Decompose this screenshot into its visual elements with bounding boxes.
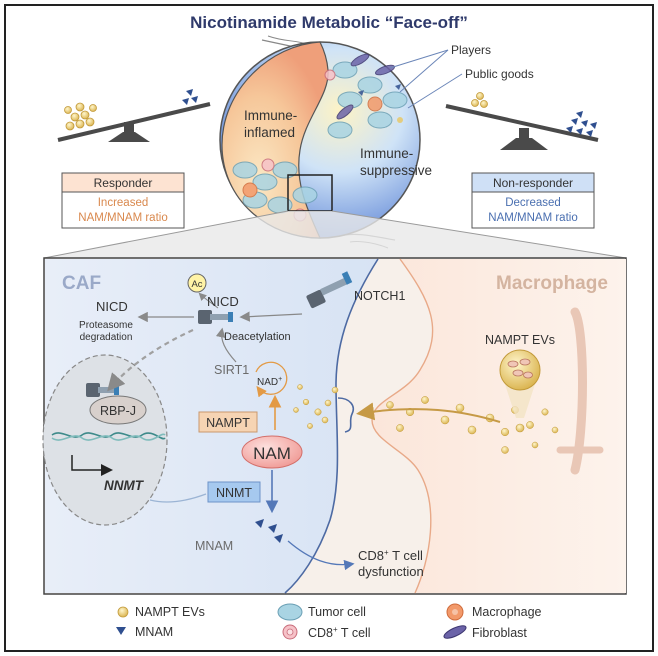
nam-label: NAM bbox=[253, 444, 291, 463]
nonresponder-title: Non-responder bbox=[493, 176, 573, 190]
nonresponder-box bbox=[471, 172, 595, 229]
players-pointer bbox=[389, 49, 449, 69]
legend-cd8: CD8+ T cell bbox=[308, 625, 371, 640]
nnmt-gene-label: NNMT bbox=[104, 478, 145, 493]
public-goods-label: Public goods bbox=[465, 67, 534, 81]
nonresponder-line-1: Decreased bbox=[505, 197, 561, 209]
degradation-label: degradation bbox=[80, 332, 133, 343]
legend bbox=[116, 603, 467, 640]
nampt-label: NAMPT bbox=[206, 416, 250, 430]
nampt-ev-stream bbox=[293, 384, 559, 454]
responder-line-1: Increased bbox=[98, 197, 149, 209]
public-goods-pointer bbox=[407, 73, 463, 109]
immune-suppressive-label-1: Immune- bbox=[360, 146, 413, 161]
immune-inflamed-label-1: Immune- bbox=[244, 108, 297, 123]
ev-uptake-arrow bbox=[356, 402, 501, 423]
nampt-box bbox=[198, 411, 258, 433]
cd8-line-2: dysfunction bbox=[358, 564, 424, 579]
legend-tumor-cell-icon bbox=[277, 603, 303, 621]
sirt1-label: SIRT1 bbox=[214, 363, 249, 377]
legend-nampt-evs: NAMPT EVs bbox=[135, 605, 205, 619]
nam-molecule bbox=[241, 435, 303, 469]
rbpj-label: RBP-J bbox=[100, 404, 136, 418]
macrophage-label: Macrophage bbox=[496, 273, 608, 294]
players-label: Players bbox=[451, 43, 491, 57]
nad-cycle bbox=[255, 361, 288, 398]
nad-label: NAD+ bbox=[257, 376, 282, 388]
nonresponder-line-2: NAM/MNAM ratio bbox=[488, 212, 577, 224]
mnam-to-cd8-arrow bbox=[287, 540, 355, 571]
rbpj-protein bbox=[89, 395, 147, 425]
responder-scale bbox=[57, 89, 211, 142]
legend-nampt-evs-icon bbox=[117, 606, 129, 618]
legend-fibroblast-icon bbox=[443, 625, 467, 639]
nnmt-box bbox=[207, 481, 261, 503]
cleavage-arrow bbox=[239, 311, 303, 322]
nonresponder-scale bbox=[445, 92, 599, 150]
legend-tumor-cell: Tumor cell bbox=[308, 605, 366, 619]
mnam-label: MNAM bbox=[195, 539, 233, 553]
responder-line-2: NAM/MNAM ratio bbox=[78, 212, 167, 224]
mnam-cluster bbox=[255, 519, 283, 543]
legend-fibroblast: Fibroblast bbox=[472, 626, 527, 640]
ac-label: Ac bbox=[191, 279, 202, 290]
nicd-left-label: NICD bbox=[96, 299, 128, 314]
immune-suppressive-label-2: suppressive bbox=[360, 163, 432, 178]
nnmt-box-label: NNMT bbox=[216, 486, 252, 500]
dna-helix bbox=[51, 432, 166, 441]
deacetylation-label: Deacetylation bbox=[224, 331, 291, 343]
nicd-top-label: NICD bbox=[207, 294, 239, 309]
notch1-label: NOTCH1 bbox=[354, 289, 405, 303]
nampt-evs-label: NAMPT EVs bbox=[485, 333, 555, 347]
legend-macrophage: Macrophage bbox=[472, 605, 542, 619]
legend-mnam-icon bbox=[116, 627, 126, 635]
acetyl-group bbox=[187, 273, 207, 293]
figure-title: Nicotinamide Metabolic “Face-off” bbox=[190, 13, 468, 32]
cd8-line-1: CD8+ T cell bbox=[358, 548, 423, 563]
caf-label: CAF bbox=[62, 273, 101, 294]
responder-box bbox=[61, 172, 185, 229]
responder-title: Responder bbox=[94, 176, 153, 190]
transcription-arrow bbox=[71, 455, 113, 476]
immune-inflamed-label-2: inflamed bbox=[244, 125, 295, 140]
nicd-fragment bbox=[198, 310, 233, 324]
nuclear-translocation-arrow bbox=[107, 328, 194, 392]
legend-mnam: MNAM bbox=[135, 625, 173, 639]
proteasome-label: Proteasome bbox=[79, 320, 133, 331]
zoom-wedge bbox=[44, 211, 626, 258]
notch1-receptor bbox=[306, 271, 353, 309]
nucleus bbox=[42, 354, 168, 526]
